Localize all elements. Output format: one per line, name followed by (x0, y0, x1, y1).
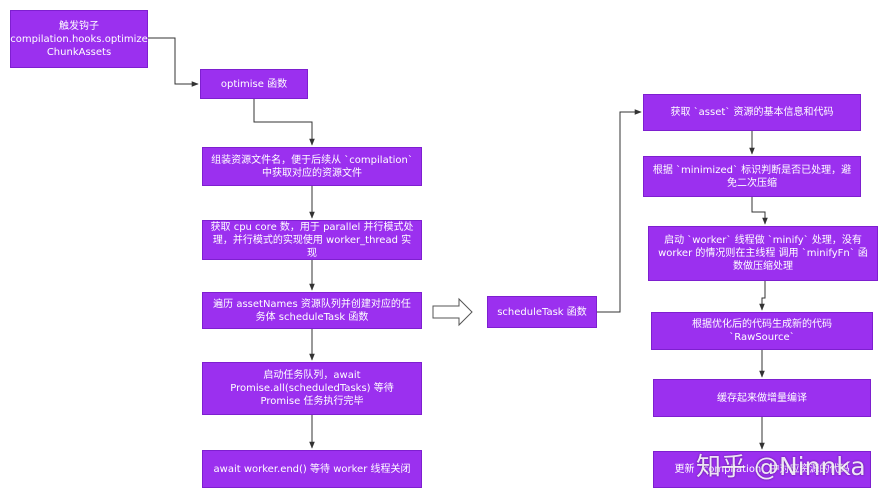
node-assemble-filenames: 组装资源文件名，便于后续从 `compilation` 中获取对应的资源文件 (202, 147, 422, 186)
edge-trigger-optimise (148, 37, 199, 87)
node-traverse-assets: 遍历 assetNames 资源队列并创建对应的任务体 scheduleTask… (202, 292, 422, 329)
node-get-asset-info: 获取 `asset` 资源的基本信息和代码 (643, 94, 861, 131)
node-worker-end: await worker.end() 等待 worker 线程关闭 (202, 450, 422, 488)
node-raw-source: 根据优化后的代码生成新的代码 `RawSource` (651, 312, 873, 350)
hollow-arrow-icon (432, 297, 473, 327)
node-start-queue: 启动任务队列，await Promise.all(scheduledTasks)… (202, 362, 422, 415)
node-trigger-hook: 触发钩子 compilation.hooks.optimize ChunkAss… (10, 10, 148, 68)
node-update-compilation: 更新 `compilation` 中对应资源的代码 (653, 451, 871, 488)
node-minimized-check: 根据 `minimized` 标识判断是否已处理，避免二次压缩 (643, 156, 861, 197)
edge-worker-raw (759, 281, 766, 311)
edge-schedule-getinfo (597, 109, 642, 313)
edge-minimized-worker (751, 197, 768, 225)
watermark: 知乎 @Ninnka (696, 452, 866, 481)
node-optimise-function: optimise 函数 (200, 69, 308, 99)
node-cpu-core: 获取 cpu core 数，用于 parallel 并行模式处理，并行模式的实现… (202, 220, 422, 260)
node-start-worker: 启动 `worker` 线程做 `minify` 处理，没有 worker 的情… (648, 226, 878, 281)
edge-optimise-assemble (253, 99, 315, 146)
node-cache: 缓存起来做增量编译 (653, 379, 871, 417)
node-schedule-task: scheduleTask 函数 (487, 296, 597, 328)
